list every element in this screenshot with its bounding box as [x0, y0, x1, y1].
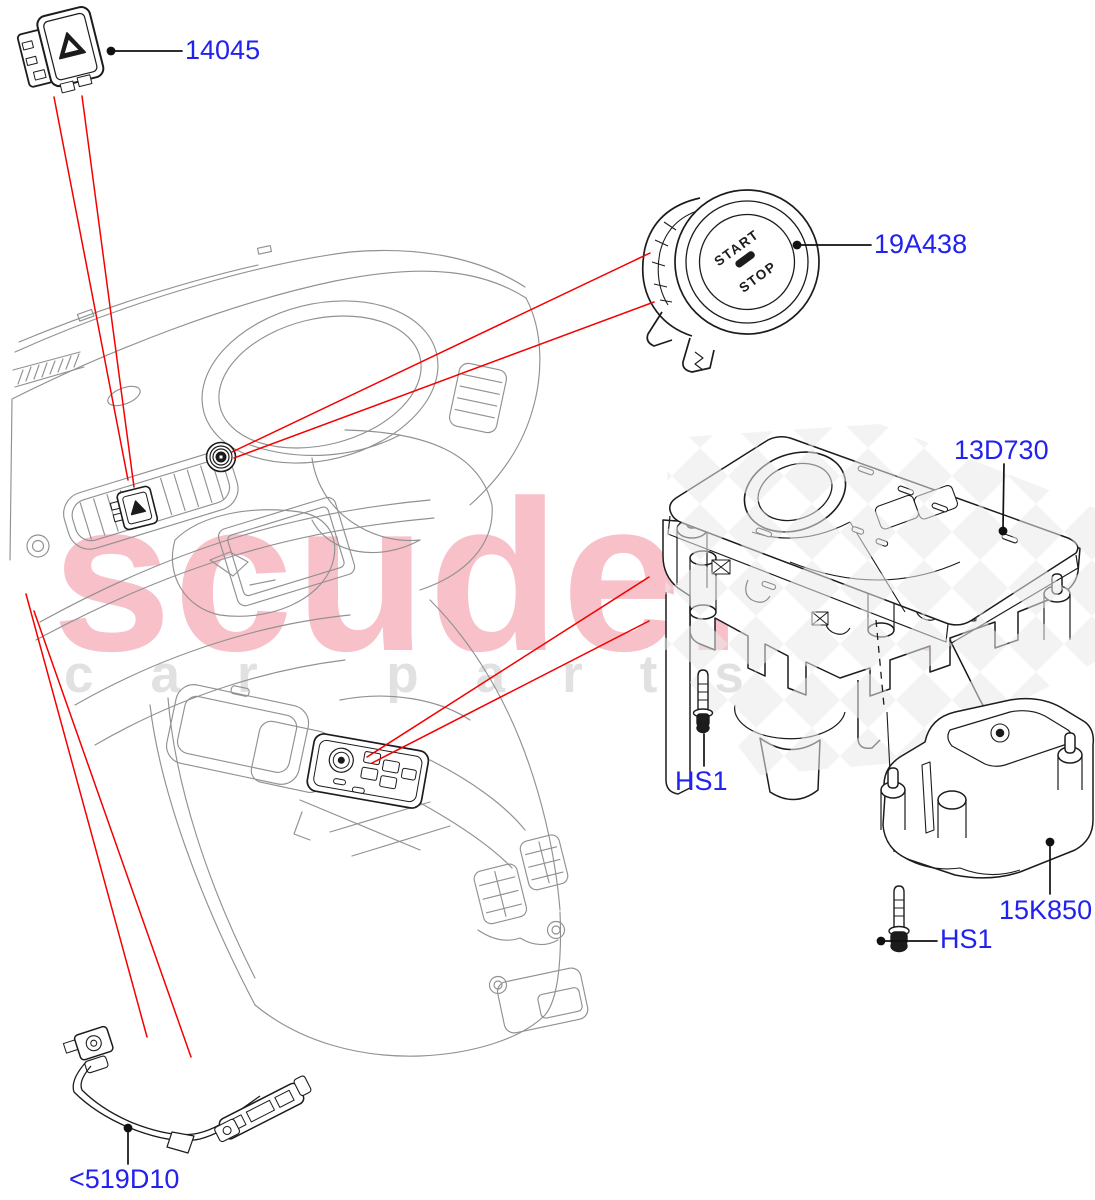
part-number-label-15K850[interactable]: 15K850 [999, 895, 1093, 925]
wiring-harness-part [62, 1025, 312, 1154]
red-callout-lines [25, 95, 655, 1058]
part-number-label-519D10[interactable]: <519D10 [69, 1164, 180, 1194]
start-stop-button-part: START STOP [641, 189, 820, 373]
engine-bar-icon [735, 251, 755, 268]
screw-upper [692, 669, 714, 734]
lower-module-part [880, 697, 1095, 879]
console-shifter-panel-location [306, 733, 430, 809]
dash-start-stop-location [205, 441, 237, 473]
part-number-label-hs1-lower[interactable]: HS1 [940, 924, 993, 954]
part-number-label-13D730[interactable]: 13D730 [954, 435, 1049, 465]
hazard-switch-part [16, 6, 105, 94]
dash-hazard-switch-location [109, 485, 159, 531]
watermark-diamond-pattern [664, 424, 1095, 775]
leader-lines [106, 46, 1055, 1165]
dashboard-illustration [9, 245, 589, 1057]
part-number-label-hs1-upper[interactable]: HS1 [675, 766, 728, 796]
part-number-label-14045[interactable]: 14045 [185, 35, 261, 65]
part-number-label-19A438[interactable]: 19A438 [874, 229, 968, 259]
